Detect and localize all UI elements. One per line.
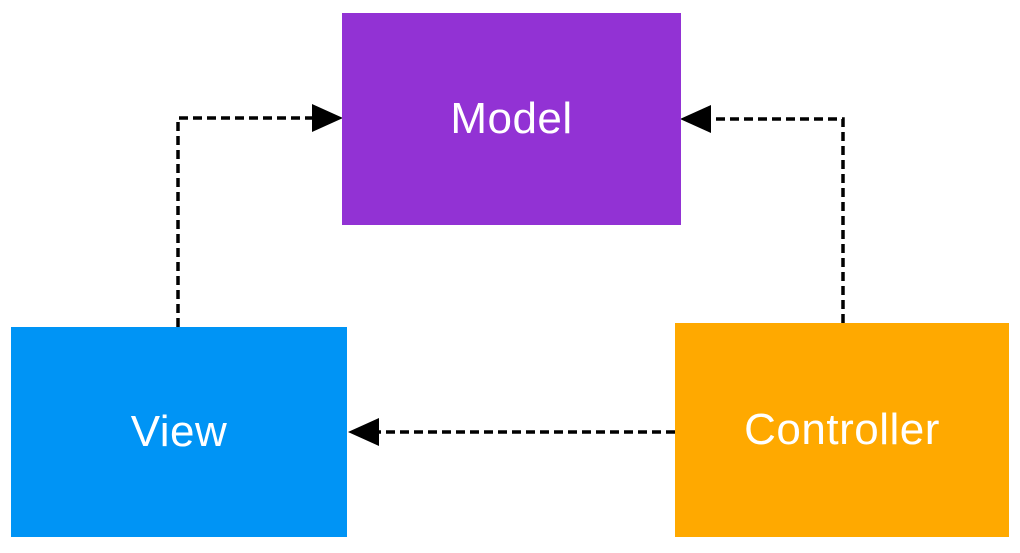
edge-controller-to-model	[680, 105, 845, 323]
edge-view-to-model-arrowhead	[312, 104, 343, 132]
edge-controller-to-view	[348, 418, 675, 446]
edge-controller-to-model-line	[710, 117, 845, 323]
node-view: View	[11, 327, 347, 537]
node-model: Model	[342, 13, 681, 225]
edge-controller-to-view-arrowhead	[348, 418, 379, 446]
node-view-label: View	[130, 407, 228, 456]
node-controller: Controller	[675, 323, 1009, 537]
edge-controller-to-model-arrowhead	[680, 105, 711, 133]
edge-view-to-model	[176, 104, 343, 327]
node-controller-label: Controller	[744, 405, 940, 454]
edge-view-to-model-line	[176, 116, 313, 327]
node-model-label: Model	[450, 94, 573, 143]
